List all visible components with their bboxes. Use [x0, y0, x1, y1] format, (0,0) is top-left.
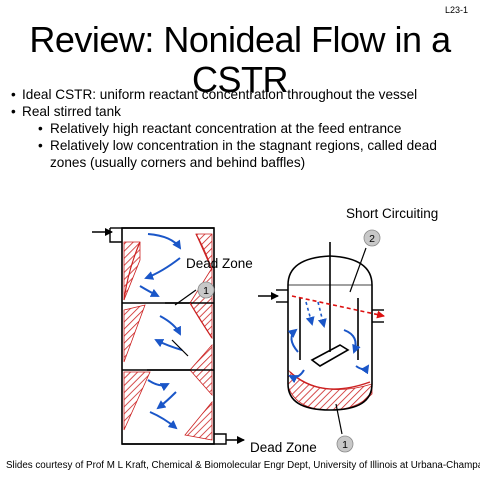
callout-number: 1: [342, 439, 348, 451]
sub-bullet-high-concentration: Relatively high reactant concentration a…: [10, 120, 475, 137]
baffled-column: [92, 227, 245, 445]
callout-badge: 1: [197, 281, 215, 299]
bullet-list: Ideal CSTR: uniform reactant concentrati…: [10, 86, 475, 171]
slide-footer-credit: Slides courtesy of Prof M L Kraft, Chemi…: [6, 460, 480, 471]
slide-title: Review: Nonideal Flow in a CSTR: [29, 19, 451, 100]
dead-zone-region: [123, 304, 146, 363]
nonideal-flow-diagram: Short Circuiting Dead Zone Dead Zone 1 2…: [0, 195, 480, 460]
dead-zone-label-top: Dead Zone: [186, 256, 253, 271]
dead-zone-region: [123, 371, 151, 431]
slide-number: L23-1: [444, 5, 468, 15]
dead-zone-label-bottom: Dead Zone: [250, 440, 317, 455]
callout-number: 1: [203, 285, 209, 297]
short-circuiting-label: Short Circuiting: [346, 206, 438, 221]
callout-badge: 1: [336, 435, 354, 453]
stirred-tank: [258, 242, 385, 435]
bullet-ideal-cstr: Ideal CSTR: uniform reactant concentrati…: [10, 86, 475, 103]
dead-zone-region: [184, 400, 213, 441]
dead-zone-region: [195, 233, 213, 271]
sub-bullet-low-concentration: Relatively low concentration in the stag…: [10, 137, 475, 171]
dead-zone-region: [123, 241, 141, 301]
callout-badge: 2: [363, 229, 381, 247]
bullet-real-stirred-tank: Real stirred tank: [10, 103, 475, 120]
callout-number: 2: [369, 233, 375, 245]
